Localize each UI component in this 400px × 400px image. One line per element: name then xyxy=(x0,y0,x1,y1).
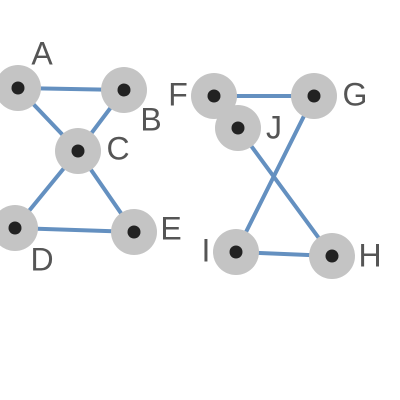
node-h-drag-handle[interactable] xyxy=(309,233,355,279)
node-layer: A BC D E F G H I J xyxy=(0,35,382,279)
node-g-drag-handle[interactable] xyxy=(291,73,337,119)
node-d-drag-handle[interactable] xyxy=(0,205,38,251)
node-c-drag-handle[interactable] xyxy=(55,128,101,174)
node-d[interactable] xyxy=(0,205,38,251)
node-g-label: G xyxy=(343,76,368,112)
node-b[interactable] xyxy=(101,67,147,113)
node-e-label: E xyxy=(160,210,181,246)
node-h-label: H xyxy=(358,237,381,273)
node-c[interactable] xyxy=(55,128,101,174)
edge-j-h xyxy=(236,126,334,258)
node-e[interactable] xyxy=(111,209,157,255)
node-b-drag-handle[interactable] xyxy=(101,67,147,113)
node-j-drag-handle[interactable] xyxy=(215,105,261,151)
edge-layer xyxy=(13,86,334,258)
node-b-label: B xyxy=(140,101,161,137)
node-f-label: F xyxy=(168,76,188,112)
node-j[interactable] xyxy=(215,105,261,151)
node-d-label: D xyxy=(30,241,53,277)
node-h[interactable] xyxy=(309,233,355,279)
node-i-drag-handle[interactable] xyxy=(213,229,259,275)
node-a-label: A xyxy=(31,35,53,71)
edge-g-i xyxy=(234,94,316,254)
node-e-drag-handle[interactable] xyxy=(111,209,157,255)
node-j-label: J xyxy=(266,109,282,145)
node-i-label: I xyxy=(202,232,211,268)
node-g[interactable] xyxy=(291,73,337,119)
node-i[interactable] xyxy=(213,229,259,275)
node-c-label: C xyxy=(106,130,129,166)
